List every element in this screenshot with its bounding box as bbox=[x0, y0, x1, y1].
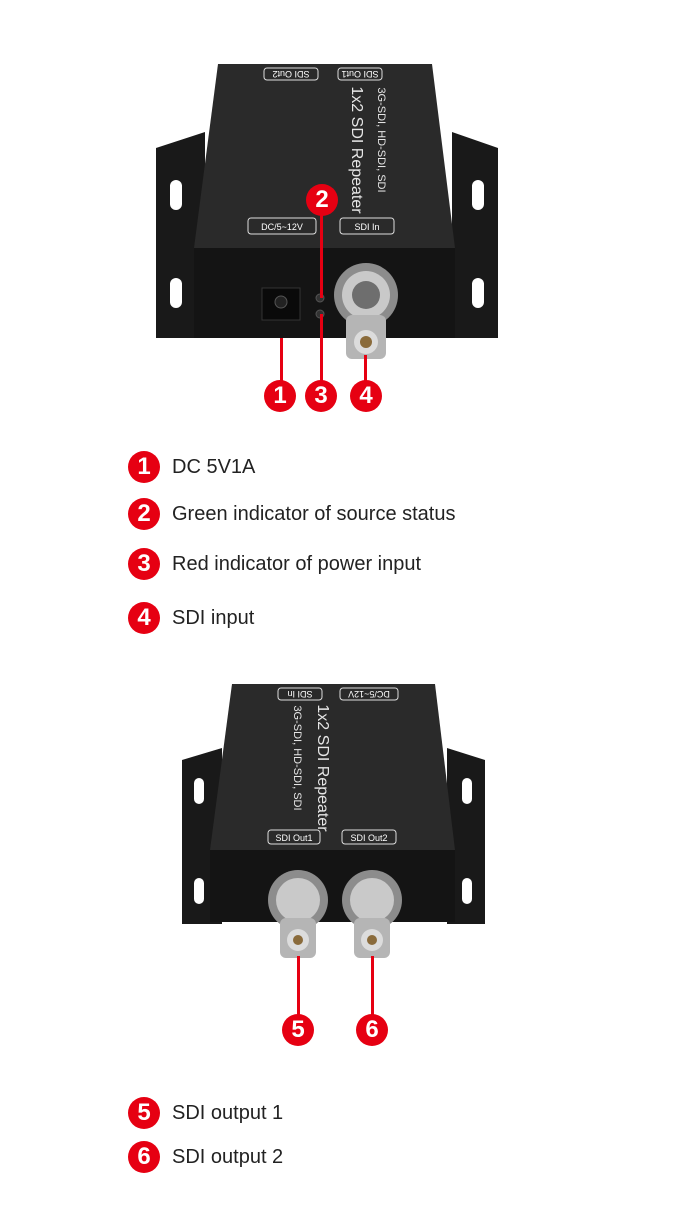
bottom-device-name: 1x2 SDI Repeater bbox=[314, 704, 331, 832]
top-device-image: SDI Out2 SDI Out1 1x2 SDI Repeater 3G-SD… bbox=[0, 0, 680, 430]
bottom-device-image: SDI In DC/5~12V 1x2 SDI Repeater 3G-SDI,… bbox=[0, 660, 680, 1060]
legend-item-4: 4 SDI input bbox=[128, 602, 254, 634]
leader-2 bbox=[320, 214, 323, 298]
legend-badge-1: 1 bbox=[128, 451, 160, 483]
legend-badge-2: 2 bbox=[128, 498, 160, 530]
callout-4: 4 bbox=[350, 380, 382, 412]
legend-item-5: 5 SDI output 1 bbox=[128, 1097, 283, 1129]
leader-1 bbox=[280, 338, 283, 384]
leader-3 bbox=[320, 314, 323, 384]
legend-item-6: 6 SDI output 2 bbox=[128, 1141, 283, 1173]
legend-badge-6: 6 bbox=[128, 1141, 160, 1173]
callout-5: 5 bbox=[282, 1014, 314, 1046]
legend-item-3: 3 Red indicator of power input bbox=[128, 548, 421, 580]
leader-4 bbox=[364, 355, 367, 385]
legend-badge-3: 3 bbox=[128, 548, 160, 580]
bottom-label-sdi-out1: SDI Out1 bbox=[275, 833, 312, 843]
callout-3: 3 bbox=[305, 380, 337, 412]
top-device-name: 1x2 SDI Repeater bbox=[348, 86, 365, 214]
bottom-label-sdi-in: SDI In bbox=[287, 689, 312, 699]
legend-text-1: DC 5V1A bbox=[172, 455, 256, 478]
top-label-dc: DC/5~12V bbox=[261, 222, 303, 232]
top-device-sub: 3G-SDI, HD-SDI, SDI bbox=[375, 87, 387, 192]
bottom-device-sub: 3G-SDI, HD-SDI, SDI bbox=[291, 705, 303, 810]
top-label-sdi-out2: SDI Out2 bbox=[272, 69, 309, 79]
callout-1: 1 bbox=[264, 380, 296, 412]
legend-badge-4: 4 bbox=[128, 602, 160, 634]
bottom-label-dc: DC/5~12V bbox=[348, 689, 390, 699]
legend-text-5: SDI output 1 bbox=[172, 1101, 284, 1124]
legend-badge-5: 5 bbox=[128, 1097, 160, 1129]
legend-text-2: Green indicator of source status bbox=[172, 502, 456, 525]
legend-item-1: 1 DC 5V1A bbox=[128, 451, 255, 483]
callout-2: 2 bbox=[306, 184, 338, 216]
top-label-sdi-out1: SDI Out1 bbox=[341, 69, 378, 79]
legend-text-6: SDI output 2 bbox=[172, 1145, 284, 1168]
top-label-sdi-in: SDI In bbox=[354, 222, 379, 232]
callout-6: 6 bbox=[356, 1014, 388, 1046]
bottom-label-sdi-out2: SDI Out2 bbox=[350, 833, 387, 843]
legend-text-3: Red indicator of power input bbox=[172, 552, 422, 575]
leader-5 bbox=[297, 956, 300, 1016]
legend-text-4: SDI input bbox=[172, 606, 255, 629]
legend-item-2: 2 Green indicator of source status bbox=[128, 498, 455, 530]
leader-6 bbox=[371, 956, 374, 1016]
